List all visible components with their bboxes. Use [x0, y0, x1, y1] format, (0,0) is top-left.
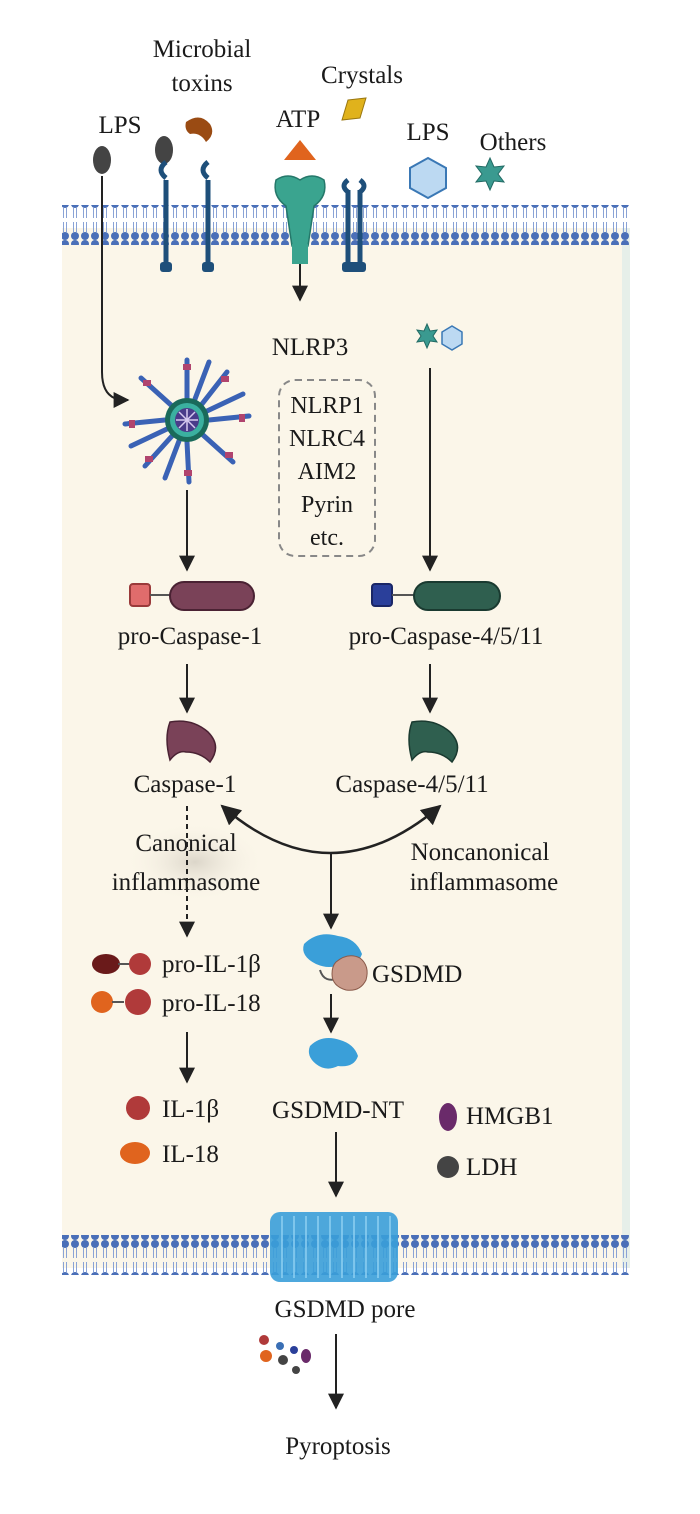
gsdmd-icon [303, 934, 368, 991]
caspase-4-5-11-icon [408, 720, 459, 764]
pro-caspase-1-label: pro-Caspase-1 [118, 623, 262, 650]
noncanonical-pathway-label-2: inflammasome [410, 869, 559, 896]
il-18-icon [120, 1142, 150, 1164]
pro-caspase-4-5-11-label: pro-Caspase-4/5/11 [349, 623, 544, 650]
sensor-etc: etc. [310, 525, 344, 551]
ldh-label: LDH [466, 1154, 517, 1181]
inflammasome-icon [122, 357, 252, 485]
il-1b-icon [126, 1096, 150, 1120]
gsdmd-label: GSDMD [372, 961, 462, 988]
crystal-icon [341, 97, 367, 121]
gsdmd-nt-icon [308, 1038, 358, 1069]
microbial-toxins-label: Microbial [153, 36, 252, 63]
others-label: Others [480, 129, 547, 156]
sensor-aim2: AIM2 [298, 459, 357, 485]
cytoplasm [62, 228, 630, 1268]
lps-hexagon-icon [409, 156, 447, 200]
sensor-pyrin: Pyrin [301, 492, 353, 518]
lps-icon-2 [155, 136, 173, 164]
caspase-1-icon [166, 720, 217, 764]
pro-il-18-label: pro-IL-18 [162, 990, 261, 1017]
gsdmd-pore-label: GSDMD pore [275, 1296, 416, 1323]
atp-label: ATP [276, 106, 320, 133]
microbial-toxins-label-2: toxins [171, 70, 232, 97]
lps-hexagon-icon-2 [441, 325, 463, 351]
pro-il-18-icon [91, 989, 151, 1015]
il-18-label: IL-18 [162, 1141, 219, 1168]
pro-il-1b-label: pro-IL-1β [162, 951, 261, 978]
noncanonical-pathway-label: Noncanonical [411, 839, 550, 866]
atp-icon [284, 140, 316, 160]
sensor-nlrc4: NLRC4 [289, 426, 365, 452]
pyroptosis-label: Pyroptosis [285, 1433, 391, 1460]
pro-il-1b-icon [92, 953, 151, 975]
pro-caspase-4-5-11-icon [371, 581, 501, 611]
lps-icon [93, 146, 111, 174]
nlrp3-label: NLRP3 [272, 334, 348, 361]
released-molecules-icon [259, 1335, 311, 1374]
hmgb1-label: HMGB1 [466, 1103, 554, 1130]
gsdmd-nt-label: GSDMD-NT [272, 1097, 404, 1124]
lps-left-label: LPS [98, 112, 141, 139]
microbial-toxin-icon [185, 117, 213, 142]
lps-right-label: LPS [406, 119, 449, 146]
il-1b-label: IL-1β [162, 1096, 219, 1123]
hmgb1-icon [439, 1103, 457, 1131]
receptor-icon [158, 160, 367, 262]
caspase-4-5-11-label: Caspase-4/5/11 [335, 771, 488, 798]
others-star-icon [474, 156, 506, 192]
sensor-nlrp1: NLRP1 [290, 393, 363, 419]
p2x7-channel-icon [274, 175, 326, 264]
ldh-icon [437, 1156, 459, 1178]
crystals-label: Crystals [321, 62, 403, 89]
others-star-icon-2 [415, 322, 439, 350]
other-sensors-box [278, 379, 376, 557]
gsdmd-pore-icon [270, 1212, 398, 1282]
caspase-1-label: Caspase-1 [134, 771, 237, 798]
pro-caspase-1-icon [129, 581, 255, 611]
